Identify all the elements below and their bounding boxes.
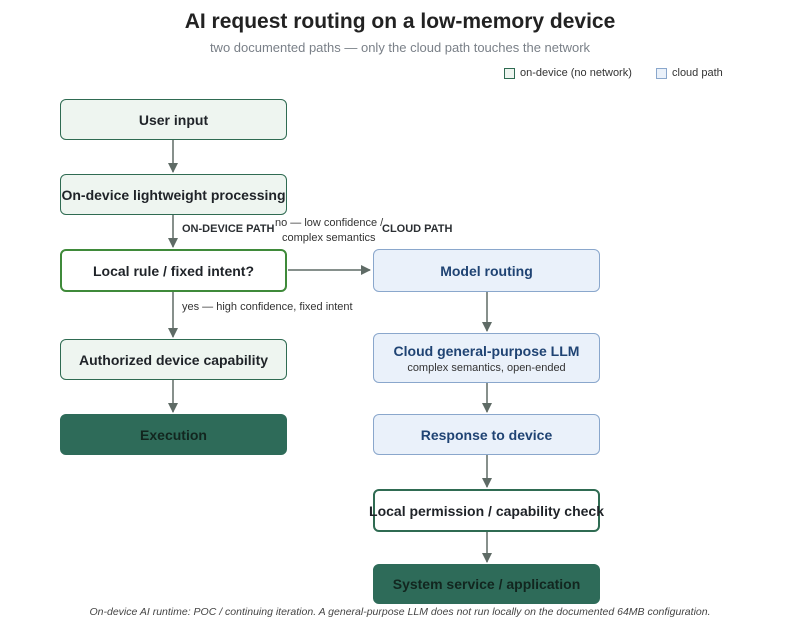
node-authorized-capability: Authorized device capability <box>60 339 287 380</box>
node-model-routing: Model routing <box>373 249 600 292</box>
legend-cloud: cloud path <box>656 66 723 80</box>
legend-cloud-label: cloud path <box>672 67 723 79</box>
legend-on-device-swatch <box>504 67 515 79</box>
node-model-routing-label: Model routing <box>440 262 533 279</box>
label-on-device-path: ON-DEVICE PATH <box>182 223 275 235</box>
node-response-to-device-label: Response to device <box>420 426 553 443</box>
node-authorized-capability-label: Authorized device capability <box>78 351 269 368</box>
node-user-input-label: User input <box>138 111 209 128</box>
node-user-input: User input <box>60 99 287 140</box>
diagram-title: AI request routing on a low-memory devic… <box>184 10 616 33</box>
node-decision: Local rule / fixed intent? <box>60 249 287 292</box>
node-permission-check: Local permission / capability check <box>369 489 604 532</box>
legend-on-device: on-device (no network) <box>504 66 632 80</box>
node-permission-check-label: Local permission / capability check <box>369 502 604 519</box>
label-cloud-path: CLOUD PATH <box>382 223 453 235</box>
node-execution: Execution <box>60 414 287 455</box>
label-no-branch-line1: no — low confidence / <box>275 217 384 229</box>
node-system-service-label: System service / application <box>392 576 581 592</box>
node-lightweight-processing: On-device lightweight processing <box>60 174 287 215</box>
label-yes-branch: yes — high confidence, fixed intent <box>182 301 353 313</box>
node-cloud-llm-sublabel: complex semantics, open-ended <box>407 361 566 374</box>
node-cloud-llm-label: Cloud general-purpose LLM <box>393 342 580 359</box>
diagram-subtitle: two documented paths — only the cloud pa… <box>209 40 591 55</box>
footnote: On-device AI runtime: POC / continuing i… <box>89 606 711 618</box>
label-no-branch-line2: complex semantics <box>282 232 376 244</box>
node-cloud-llm: Cloud general-purpose LLM complex semant… <box>373 333 600 383</box>
node-decision-label: Local rule / fixed intent? <box>92 262 255 279</box>
node-system-service: System service / application <box>373 564 600 604</box>
node-lightweight-processing-label: On-device lightweight processing <box>61 186 286 203</box>
node-response-to-device: Response to device <box>373 414 600 455</box>
node-execution-label: Execution <box>140 426 207 443</box>
legend-on-device-label: on-device (no network) <box>520 67 632 79</box>
legend-cloud-swatch <box>656 67 667 79</box>
